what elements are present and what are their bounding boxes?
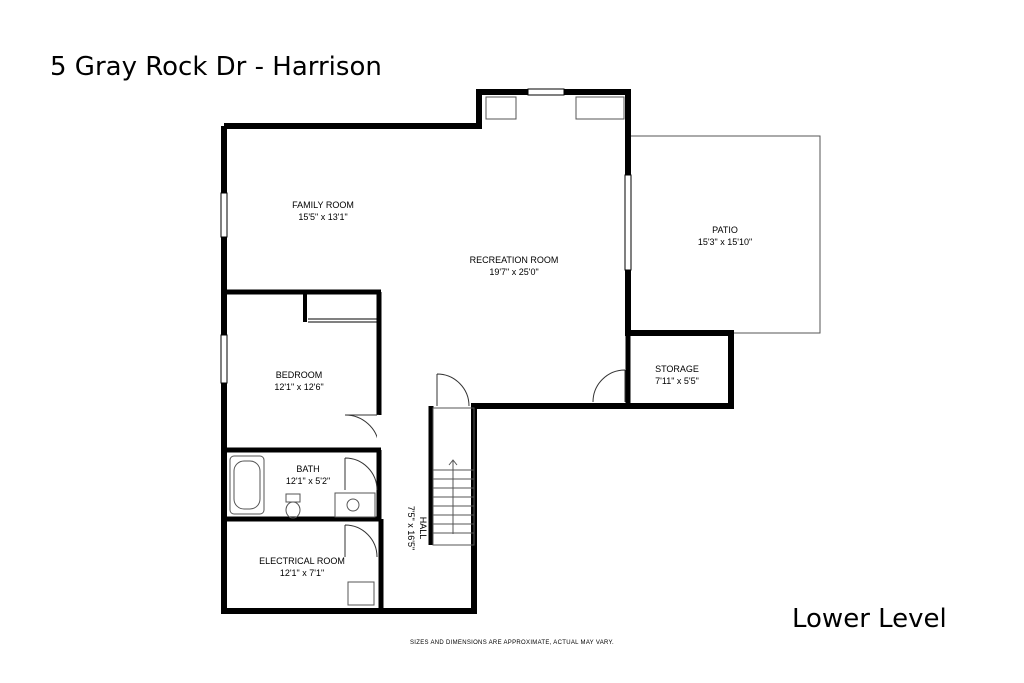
room-name-family: FAMILY ROOM [292,200,354,210]
room-dims-bath: 12'1" x 5'2" [286,476,330,486]
bath-fixtures [229,455,376,519]
room-dims-bedroom: 12'1" x 12'6" [274,382,323,392]
floor-level-label: Lower Level [792,604,947,634]
room-dims-family: 15'5" x 13'1" [298,212,347,222]
room-name-bedroom: BEDROOM [276,370,323,380]
staircase [432,407,475,546]
room-dims-storage: 7'11" x 5'5" [655,376,699,386]
exterior-walls [221,89,734,614]
room-dims-patio: 15'3" x 15'10" [698,237,752,247]
room-name-bath: BATH [296,464,319,474]
room-dims-hall: 7'5" x 16'5" [406,506,416,550]
bedroom-closet [303,292,377,323]
interior-walls [224,289,631,611]
door-swings [344,369,626,558]
room-name-storage: STORAGE [655,364,699,374]
room-dims-electrical: 12'1" x 7'1" [280,568,324,578]
room-dims-recreation: 19'7" x 25'0" [489,267,538,277]
room-name-patio: PATIO [712,225,738,235]
floorplan-title: 5 Gray Rock Dr - Harrison [50,52,382,82]
built-in-cabinets [485,96,625,120]
room-name-recreation: RECREATION ROOM [470,255,559,265]
disclaimer-text: SIZES AND DIMENSIONS ARE APPROXIMATE, AC… [409,640,615,646]
electrical-panel [347,581,375,606]
room-name-electrical: ELECTRICAL ROOM [259,556,345,566]
room-name-hall: HALL [418,517,428,540]
windows [220,88,632,384]
